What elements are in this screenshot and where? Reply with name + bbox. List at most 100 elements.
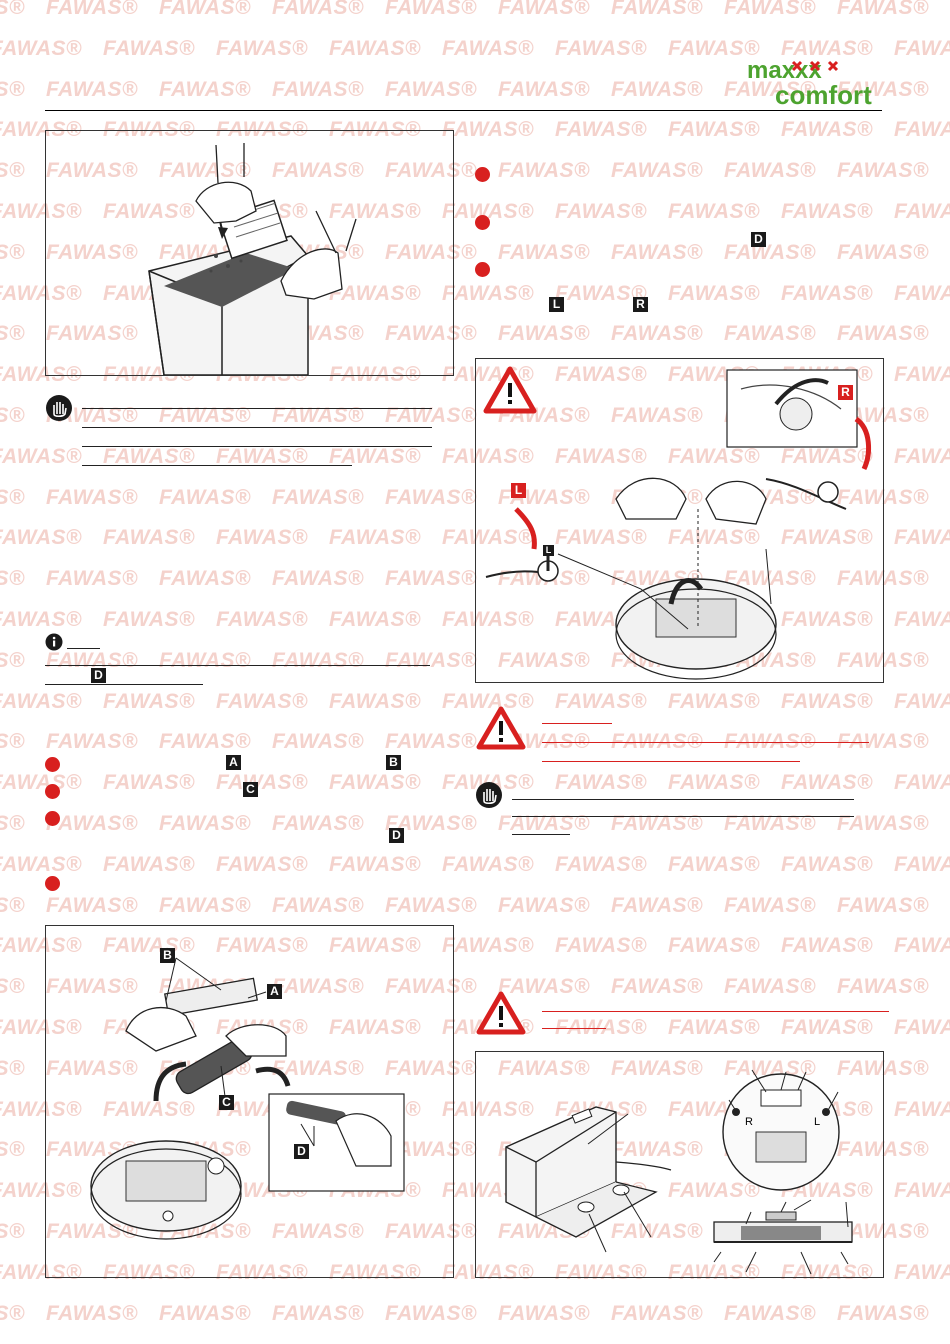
watermark-text: FAWAS® bbox=[103, 200, 195, 223]
watermark-text: FAWAS® bbox=[894, 118, 950, 142]
watermark-text: FAWAS® bbox=[668, 526, 760, 550]
warning-triangle-icon bbox=[476, 991, 526, 1035]
watermark-text: FAWAS® bbox=[329, 363, 421, 387]
label-d: D bbox=[751, 232, 766, 247]
watermark-text: FAWAS® bbox=[329, 526, 421, 550]
watermark-text: FAWAS® bbox=[668, 1016, 760, 1039]
watermark-text: FAWAS® bbox=[611, 159, 703, 183]
watermark-text: FAWAS® bbox=[724, 812, 816, 835]
watermark-text: FAWAS® bbox=[46, 730, 138, 754]
bullet bbox=[475, 215, 490, 230]
watermark-text: FAWAS® bbox=[442, 526, 534, 550]
watermark-text: FAWAS® bbox=[498, 975, 590, 999]
watermark-text: FAWAS® bbox=[781, 608, 873, 631]
watermark-text: FAWAS® bbox=[0, 567, 25, 591]
watermark-text: FAWAS® bbox=[159, 159, 251, 183]
watermark-text: FAWAS® bbox=[216, 934, 308, 958]
watermark-text: FAWAS® bbox=[46, 648, 138, 672]
label-d: D bbox=[91, 668, 106, 683]
watermark-text: FAWAS® bbox=[216, 852, 308, 876]
watermark-text: FAWAS® bbox=[611, 893, 703, 917]
watermark-text: FAWAS® bbox=[611, 812, 703, 835]
watermark-text: FAWAS® bbox=[272, 812, 364, 835]
watermark-text: FAWAS® bbox=[159, 648, 251, 672]
watermark-text: FAWAS® bbox=[272, 648, 364, 672]
watermark-text: FAWAS® bbox=[103, 1342, 195, 1344]
label-b: B bbox=[160, 948, 175, 963]
watermark-text: FAWAS® bbox=[103, 118, 195, 142]
watermark-text: FAWAS® bbox=[894, 771, 950, 795]
bullet bbox=[45, 784, 60, 799]
watermark-text: FAWAS® bbox=[0, 730, 25, 754]
watermark-text: FAWAS® bbox=[894, 444, 950, 468]
watermark-text: FAWAS® bbox=[781, 1016, 873, 1039]
watermark-text: FAWAS® bbox=[611, 1301, 703, 1325]
note-line bbox=[512, 834, 570, 835]
watermark-text: FAWAS® bbox=[385, 404, 477, 427]
watermark-text: FAWAS® bbox=[498, 812, 590, 835]
watermark-text: FAWAS® bbox=[0, 975, 25, 999]
watermark-text: FAWAS® bbox=[272, 0, 364, 19]
watermark-text: FAWAS® bbox=[385, 485, 477, 509]
watermark-text: FAWAS® bbox=[781, 526, 873, 550]
watermark-text: FAWAS® bbox=[442, 444, 534, 468]
watermark-text: FAWAS® bbox=[103, 36, 195, 60]
watermark-text: FAWAS® bbox=[668, 1260, 760, 1284]
watermark-text: FAWAS® bbox=[611, 1056, 703, 1080]
watermark-text: FAWAS® bbox=[894, 689, 950, 713]
bullet bbox=[475, 167, 490, 182]
watermark-text: FAWAS® bbox=[555, 1342, 647, 1344]
watermark-text: FAWAS® bbox=[385, 567, 477, 591]
watermark-text: FAWAS® bbox=[781, 1260, 873, 1284]
watermark-text: FAWAS® bbox=[103, 526, 195, 550]
watermark-text: FAWAS® bbox=[668, 281, 760, 305]
watermark-text: FAWAS® bbox=[894, 363, 950, 387]
watermark-text: FAWAS® bbox=[894, 1260, 950, 1284]
watermark-text: FAWAS® bbox=[385, 1301, 477, 1325]
watermark-text: FAWAS® bbox=[0, 648, 25, 672]
watermark-text: FAWAS® bbox=[894, 1016, 950, 1039]
watermark-text: FAWAS® bbox=[216, 36, 308, 60]
watermark-text: FAWAS® bbox=[555, 934, 647, 958]
watermark-text: FAWAS® bbox=[668, 118, 760, 142]
watermark-text: FAWAS® bbox=[329, 852, 421, 876]
watermark-text: FAWAS® bbox=[724, 77, 816, 101]
watermark-text: FAWAS® bbox=[442, 689, 534, 713]
label-c: C bbox=[243, 782, 258, 797]
watermark-text: FAWAS® bbox=[442, 281, 534, 305]
watermark-text: FAWAS® bbox=[894, 36, 950, 60]
watermark-text: FAWAS® bbox=[46, 975, 138, 999]
watermark-text: FAWAS® bbox=[159, 485, 251, 509]
watermark-text: FAWAS® bbox=[0, 77, 25, 101]
watermark-text: FAWAS® bbox=[0, 1179, 82, 1203]
watermark-text: FAWAS® bbox=[555, 526, 647, 550]
watermark-text: FAWAS® bbox=[0, 0, 25, 19]
watermark-text: FAWAS® bbox=[272, 567, 364, 591]
watermark-text: FAWAS® bbox=[668, 934, 760, 958]
watermark-text: FAWAS® bbox=[329, 1016, 421, 1039]
label-r: R bbox=[633, 297, 648, 312]
watermark-text: FAWAS® bbox=[498, 77, 590, 101]
warning-line bbox=[542, 1028, 606, 1029]
watermark-text: FAWAS® bbox=[0, 36, 82, 60]
figure-brush-removal: B A C D bbox=[45, 925, 454, 1278]
label-l: L bbox=[543, 545, 554, 556]
watermark-text: FAWAS® bbox=[668, 771, 760, 795]
watermark-text: FAWAS® bbox=[894, 1342, 950, 1344]
watermark-text: FAWAS® bbox=[837, 1138, 929, 1162]
watermark-text: FAWAS® bbox=[611, 404, 703, 427]
watermark-text: FAWAS® bbox=[385, 730, 477, 754]
watermark-text: FAWAS® bbox=[894, 1179, 950, 1203]
label-c: C bbox=[219, 1095, 234, 1110]
watermark-text: FAWAS® bbox=[46, 1220, 138, 1243]
watermark-text: FAWAS® bbox=[498, 893, 590, 917]
watermark-text: FAWAS® bbox=[724, 159, 816, 183]
watermark-text: FAWAS® bbox=[442, 608, 534, 631]
note-line bbox=[82, 408, 432, 409]
svg-text:maxxx: maxxx bbox=[747, 57, 822, 84]
brand-logo: maxxx comfort bbox=[747, 57, 872, 108]
watermark-text: FAWAS® bbox=[385, 812, 477, 835]
watermark-text: FAWAS® bbox=[837, 648, 929, 672]
warning-line bbox=[542, 761, 800, 762]
watermark-text: FAWAS® bbox=[216, 608, 308, 631]
